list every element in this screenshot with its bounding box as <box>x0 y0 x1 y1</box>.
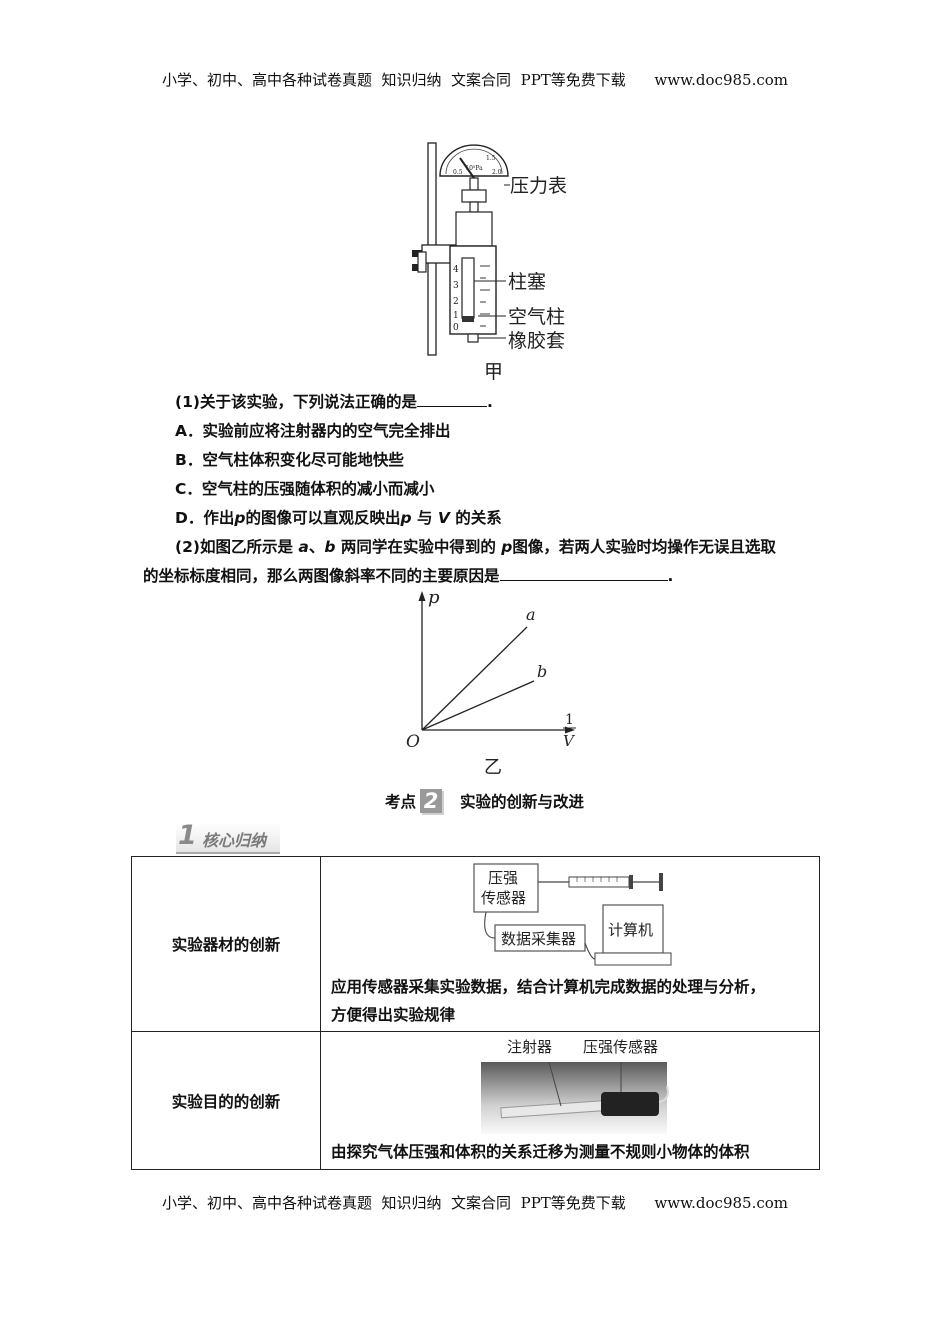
line-b-label: b <box>537 662 547 681</box>
page-header: 小学、初中、高中各种试卷真题 知识归纳 文案合同 PPT等免费下载 www.do… <box>161 71 788 89</box>
x-axis-denominator: V <box>563 732 576 750</box>
section-number-badge: 2 <box>420 789 443 813</box>
syringe-sensor-photo: 注射器 压强传感器 <box>321 1036 819 1138</box>
gauge-unit-text: 10⁵Pa <box>465 165 483 172</box>
q1-option-d: D．作出p的图像可以直观反映出p 与 V 的关系 <box>175 509 502 527</box>
data-collector-label: 数据采集器 <box>501 930 576 948</box>
q1-stem: (1)关于该实验，下列说法正确的是. <box>175 393 493 411</box>
scale-label: 1 <box>453 311 459 321</box>
figure-jia-apparatus: 10⁵Pa 0.5 1.5 2.0 4 3 2 1 0 压力表 柱塞 空气柱 橡… <box>412 142 567 383</box>
section-heading: 考点 2 实验的创新与改进 <box>385 789 585 813</box>
origin-label: O <box>406 732 420 752</box>
page-footer: 小学、初中、高中各种试卷真题 知识归纳 文案合同 PPT等免费下载 www.do… <box>161 1194 788 1212</box>
scale-label: 4 <box>453 265 459 275</box>
q2-line1: (2)如图乙所示是 a、b 两同学在实验中得到的 p图像，若两人实验时均操作无误… <box>175 538 776 556</box>
row-label-purpose: 实验目的的创新 <box>131 1031 321 1170</box>
equipment-description: 应用传感器采集实验数据，结合计算机完成数据的处理与分析，方便得出实验规律 <box>331 978 766 1024</box>
syringe-label: 注射器 <box>507 1038 552 1056</box>
line-a-label: a <box>526 605 536 624</box>
y-axis-label: p <box>428 587 440 608</box>
q1-option-b: B．空气柱体积变化尽可能地快些 <box>175 451 404 469</box>
label-rubber-cap: 橡胶套 <box>508 330 565 352</box>
x-axis-numerator: 1 <box>565 712 574 728</box>
figure-yi-graph: p a b O 1 V 乙 <box>406 587 576 777</box>
core-summary-text: 核心归纳 <box>202 831 267 850</box>
line-a <box>421 626 528 731</box>
gauge-tick-text: 1.5 <box>486 155 496 162</box>
gauge-tick-text: 0.5 <box>453 169 463 176</box>
sensor-diagram: 压强 传感器 数据采集器 计算机 <box>321 859 819 969</box>
line-b <box>421 680 535 731</box>
figure-jia-caption: 甲 <box>484 361 503 383</box>
label-gauge: 压力表 <box>510 175 567 197</box>
core-summary-heading: 1 核心归纳 <box>176 820 280 854</box>
gauge-tick-text: 2.0 <box>492 169 502 176</box>
pressure-sensor-label: 传感器 <box>481 889 526 907</box>
row-content-purpose: 注射器 压强传感器 由探究气体压强和体积的关系迁移为测量不规则小物体的体积 <box>320 1031 820 1170</box>
label-air-column: 空气柱 <box>508 306 565 328</box>
table-row: 实验器材的创新 压强 传感器 <box>131 856 820 1032</box>
core-summary-number: 1 <box>178 820 197 851</box>
row-content-equipment: 压强 传感器 数据采集器 计算机 应用传感器采集实验数据，结合计算机完成数据的处… <box>320 856 820 1032</box>
scale-label: 2 <box>453 297 459 307</box>
purpose-description: 由探究气体压强和体积的关系迁移为测量不规则小物体的体积 <box>331 1142 750 1161</box>
q2-line2: 的坐标标度相同，那么两图像斜率不同的主要原因是. <box>143 567 674 585</box>
q1-option-c: C．空气柱的压强随体积的减小而减小 <box>175 480 435 498</box>
computer-label: 计算机 <box>608 921 653 939</box>
scale-label: 3 <box>453 281 459 291</box>
core-summary-table: 实验器材的创新 压强 传感器 <box>131 856 820 1170</box>
row-label-equipment: 实验器材的创新 <box>131 856 321 1032</box>
table-row: 实验目的的创新 注射器 压强传感器 <box>131 1031 820 1170</box>
pressure-sensor-photo-label: 压强传感器 <box>583 1038 658 1056</box>
q1-option-a: A．实验前应将注射器内的空气完全排出 <box>175 422 451 440</box>
label-piston: 柱塞 <box>508 271 546 293</box>
figure-yi-caption: 乙 <box>484 757 502 777</box>
pressure-sensor-label: 压强 <box>488 869 518 887</box>
scale-label: 0 <box>453 323 459 333</box>
